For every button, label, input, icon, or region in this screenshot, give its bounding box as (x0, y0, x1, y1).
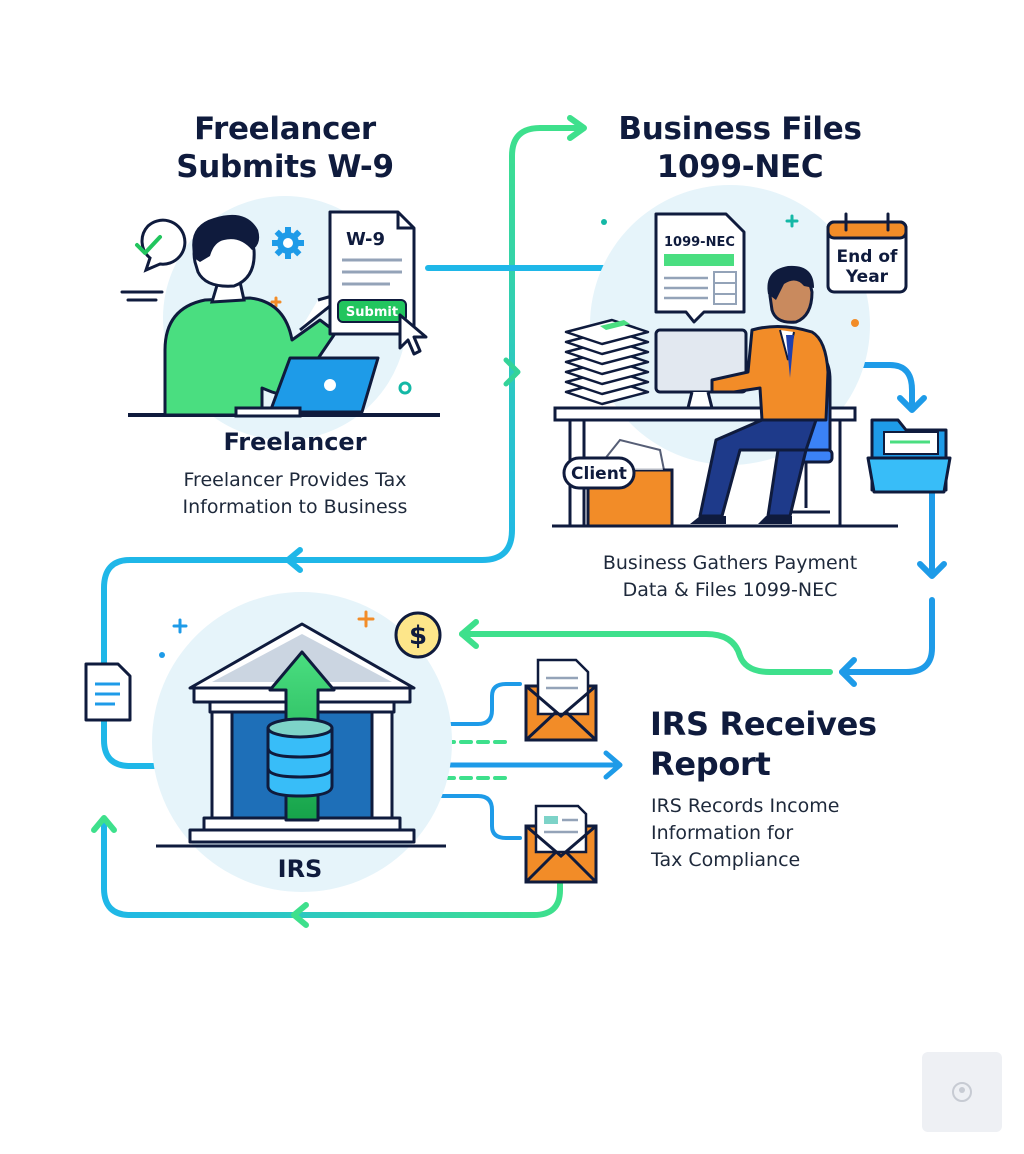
irs-illustration: $ (84, 592, 598, 892)
submit-label: Submit (346, 305, 398, 320)
arrow-up-head (91, 815, 117, 833)
calendar-line2: Year (845, 267, 889, 287)
calendar-line1: End of (837, 247, 898, 267)
client-label: Client (571, 464, 627, 484)
irs-line-to-bottom-envelope (408, 794, 522, 840)
irs-heading: IRS Receives Report (650, 704, 980, 784)
arrow-right-left-head (839, 657, 857, 687)
business-desc-line2: Data & Files 1099-NEC (622, 579, 838, 601)
irs-heading-line1: IRS Receives (650, 705, 877, 743)
freelancer-description: Freelancer Provides Tax Information to B… (130, 467, 460, 521)
watermark-badge (922, 1052, 1002, 1132)
business-person (690, 265, 834, 524)
freelancer-heading-line1: Freelancer (194, 111, 376, 147)
cursor-icon (398, 313, 428, 356)
connector-center-vertical (282, 125, 583, 563)
connector-bottom-loop (101, 817, 563, 918)
dollar-symbol: $ (409, 621, 427, 651)
freelancer-illustration: W-9 Submit (120, 196, 440, 440)
envelope-top-icon (524, 658, 598, 742)
arrow-to-business-heading (567, 115, 587, 141)
envelope-bottom-icon (524, 804, 598, 884)
arrow-to-folder (897, 395, 927, 413)
irs-heading-line2: Report (650, 745, 771, 783)
connector-to-dollar (459, 631, 833, 675)
document-icon (84, 662, 132, 722)
w9-form-title: W-9 (346, 229, 385, 250)
freelancer-role-label: Freelancer (223, 428, 367, 456)
client-box: Client (562, 438, 674, 528)
check-bubble-icon (135, 218, 187, 273)
connector-business-right (837, 362, 915, 408)
arrow-down-chevron (503, 357, 521, 387)
business-heading: Business Files 1099-NEC (580, 110, 900, 186)
freelancer-desc-line2: Information to Business (182, 496, 408, 518)
submit-button[interactable]: Submit (337, 299, 407, 323)
business-description: Business Gathers Payment Data & Files 10… (560, 550, 900, 604)
arrow-to-dollar (459, 619, 479, 649)
business-desc-line1: Business Gathers Payment (602, 552, 858, 574)
arrow-down-right (917, 561, 947, 579)
business-illustration: 1099-NEC End of Year (552, 185, 952, 528)
business-heading-line2: 1099-NEC (656, 149, 824, 185)
connector-right-to-irs (839, 597, 935, 675)
freelancer-desc-line1: Freelancer Provides Tax (183, 469, 407, 491)
freelancer-heading-line2: Submits W-9 (176, 149, 394, 185)
paper-stack-icon (564, 318, 650, 406)
business-heading-line1: Business Files (618, 111, 862, 147)
dollar-coin-icon: $ (394, 611, 442, 659)
form-1099nec-icon: 1099-NEC (654, 212, 746, 324)
arrow-bottom-left-head (291, 902, 309, 928)
folder-icon (866, 418, 952, 494)
irs-desc-line1: IRS Records Income (651, 795, 840, 817)
irs-description: IRS Records Income Information for Tax C… (651, 793, 971, 874)
irs-desc-line2: Information for (651, 822, 794, 844)
irs-line-to-top-envelope (408, 682, 522, 726)
freelancer-heading: Freelancer Submits W-9 (130, 110, 440, 186)
calendar-icon: End of Year (826, 212, 908, 294)
irs-output-arrow (603, 750, 623, 780)
form-1099nec-title: 1099-NEC (664, 235, 735, 250)
irs-role-label: IRS (277, 855, 323, 883)
database-icon (266, 717, 334, 798)
irs-desc-line3: Tax Compliance (651, 849, 801, 871)
gear-icon (272, 227, 304, 259)
